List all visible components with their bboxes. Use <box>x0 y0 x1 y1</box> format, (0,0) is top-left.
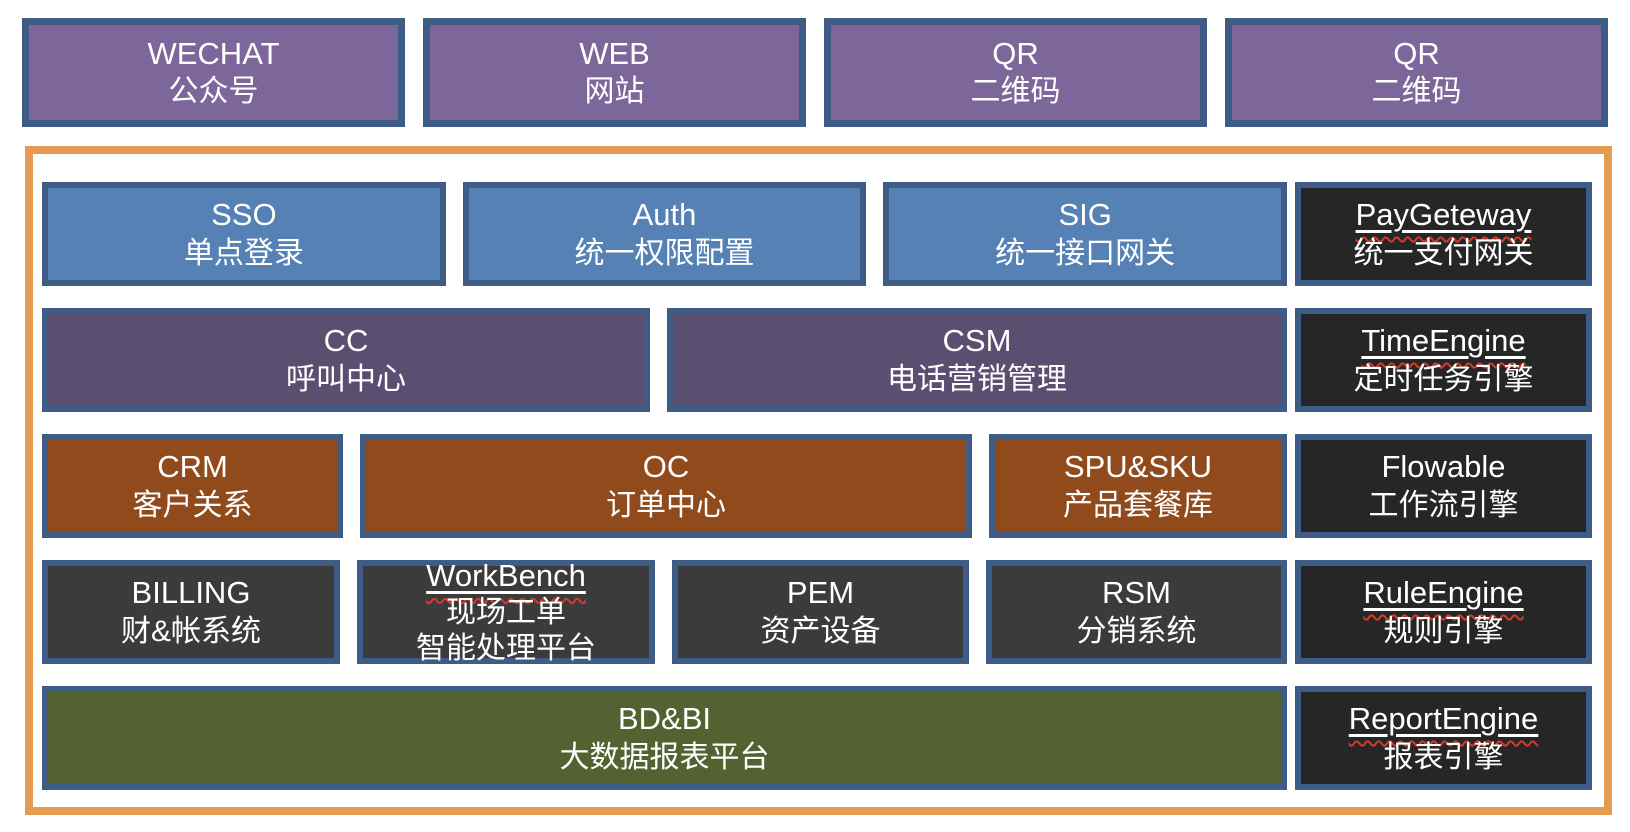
node-label-zh: 二维码 <box>970 75 1061 109</box>
spellcheck-underline: PayGeteway <box>1355 197 1532 233</box>
node-label-en: SIG <box>1058 197 1112 233</box>
node-bd-bi: BD&BI 大数据报表平台 <box>42 686 1287 790</box>
node-label-zh: 大数据报表平台 <box>559 740 770 774</box>
node-qr-2: QR 二维码 <box>1225 18 1608 127</box>
spellcheck-underline: TimeEngine <box>1361 323 1526 359</box>
node-label-en: BD&BI <box>617 701 712 737</box>
node-label-zh: 产品套餐库 <box>1063 488 1213 522</box>
ops-row: BILLING 财&帐系统 WorkBench 现场工单 智能处理平台 PEM … <box>42 557 1592 665</box>
node-label-en: WEB <box>579 35 650 71</box>
node-label-zh: 订单中心 <box>606 488 726 522</box>
node-label-zh: 定时任务引擎 <box>1353 362 1534 396</box>
node-label-en: RuleEngine <box>1363 574 1523 612</box>
node-label-zh: 统一接口网关 <box>995 236 1176 270</box>
node-label-en: ReportEngine <box>1349 700 1539 738</box>
node-label-zh: 统一支付网关 <box>1353 236 1534 270</box>
node-time-engine: TimeEngine 定时任务引擎 <box>1295 308 1592 412</box>
node-wechat: WECHAT 公众号 <box>22 18 405 127</box>
node-oc: OC 订单中心 <box>360 434 972 538</box>
node-label-en: RSM <box>1102 575 1171 611</box>
spellcheck-underline: RuleEngine <box>1363 575 1524 611</box>
node-label-en: OC <box>642 449 690 485</box>
node-label-zh: 财&帐系统 <box>120 614 261 648</box>
node-label-zh: 报表引擎 <box>1383 740 1504 774</box>
data-row: BD&BI 大数据报表平台 ReportEngine 报表引擎 <box>42 686 1592 790</box>
node-label-zh: 统一权限配置 <box>574 236 755 270</box>
data-row-group: BD&BI 大数据报表平台 <box>42 686 1287 790</box>
ops-row-group: BILLING 财&帐系统 WorkBench 现场工单 智能处理平台 PEM … <box>42 557 1287 665</box>
node-cc: CC 呼叫中心 <box>42 308 650 412</box>
node-label-en: SPU&SKU <box>1063 449 1213 485</box>
node-label-zh: 现场工单 <box>446 595 566 629</box>
node-label-zh: 电话营销管理 <box>887 362 1067 396</box>
node-web: WEB 网站 <box>423 18 806 127</box>
platform-container: SSO 单点登录 Auth 统一权限配置 SIG 统一接口网关 PayGetew… <box>25 146 1612 815</box>
node-label-zh: 智能处理平台 <box>416 631 596 665</box>
node-rule-engine: RuleEngine 规则引擎 <box>1295 560 1592 664</box>
node-label-zh: 二维码 <box>1371 75 1462 109</box>
node-label-en: CSM <box>942 323 1012 359</box>
node-billing: BILLING 财&帐系统 <box>42 560 340 664</box>
node-label-en: PayGeteway <box>1356 196 1532 234</box>
node-label-en: PEM <box>786 575 855 611</box>
node-label-en: BILLING <box>131 575 251 611</box>
node-label-en: QR <box>1393 35 1440 71</box>
spellcheck-underline: WorkBench <box>426 558 586 594</box>
node-crm: CRM 客户关系 <box>42 434 343 538</box>
order-row: CRM 客户关系 OC 订单中心 SPU&SKU 产品套餐库 Flowable … <box>42 434 1592 538</box>
node-label-en: WorkBench <box>426 557 586 594</box>
node-qr-1: QR 二维码 <box>824 18 1207 127</box>
node-label-en: QR <box>992 35 1039 71</box>
gateway-row-group: SSO 单点登录 Auth 统一权限配置 SIG 统一接口网关 <box>42 182 1288 286</box>
call-row-group: CC 呼叫中心 CSM 电话营销管理 <box>42 308 1287 412</box>
node-label-zh: 公众号 <box>168 75 259 109</box>
node-sso: SSO 单点登录 <box>42 182 446 286</box>
node-label-zh: 规则引擎 <box>1383 614 1504 648</box>
node-label-en: WECHAT <box>147 35 280 71</box>
node-auth: Auth 统一权限配置 <box>462 182 867 286</box>
node-workbench: WorkBench 现场工单 智能处理平台 <box>357 557 655 665</box>
node-label-zh: 工作流引擎 <box>1368 488 1519 522</box>
node-label-zh: 单点登录 <box>183 236 304 270</box>
node-pay-gateway: PayGeteway 统一支付网关 <box>1295 182 1592 286</box>
node-label-en: TimeEngine <box>1361 322 1525 360</box>
node-label-en: SSO <box>211 197 277 233</box>
node-label-en: Auth <box>632 197 697 233</box>
call-row: CC 呼叫中心 CSM 电话营销管理 TimeEngine 定时任务引擎 <box>42 308 1592 412</box>
gateway-row: SSO 单点登录 Auth 统一权限配置 SIG 统一接口网关 PayGetew… <box>42 182 1592 286</box>
node-label-zh: 分销系统 <box>1076 614 1197 648</box>
node-spu-sku: SPU&SKU 产品套餐库 <box>989 434 1287 538</box>
channel-row: WECHAT 公众号 WEB 网站 QR 二维码 QR 二维码 <box>22 18 1608 127</box>
node-label-zh: 呼叫中心 <box>286 362 406 396</box>
node-csm: CSM 电话营销管理 <box>667 308 1287 412</box>
node-report-engine: ReportEngine 报表引擎 <box>1295 686 1592 790</box>
node-sig: SIG 统一接口网关 <box>883 182 1288 286</box>
node-label-en: CRM <box>157 449 228 485</box>
node-pem: PEM 资产设备 <box>672 560 969 664</box>
order-row-group: CRM 客户关系 OC 订单中心 SPU&SKU 产品套餐库 <box>42 434 1287 538</box>
spellcheck-underline: ReportEngine <box>1348 701 1539 737</box>
node-flowable: Flowable 工作流引擎 <box>1295 434 1592 538</box>
node-label-zh: 客户关系 <box>132 488 253 522</box>
node-label-zh: 网站 <box>584 75 645 109</box>
node-rsm: RSM 分销系统 <box>986 560 1287 664</box>
node-label-en: CC <box>323 323 369 359</box>
node-label-en: Flowable <box>1381 449 1506 485</box>
node-label-zh: 资产设备 <box>760 614 881 648</box>
